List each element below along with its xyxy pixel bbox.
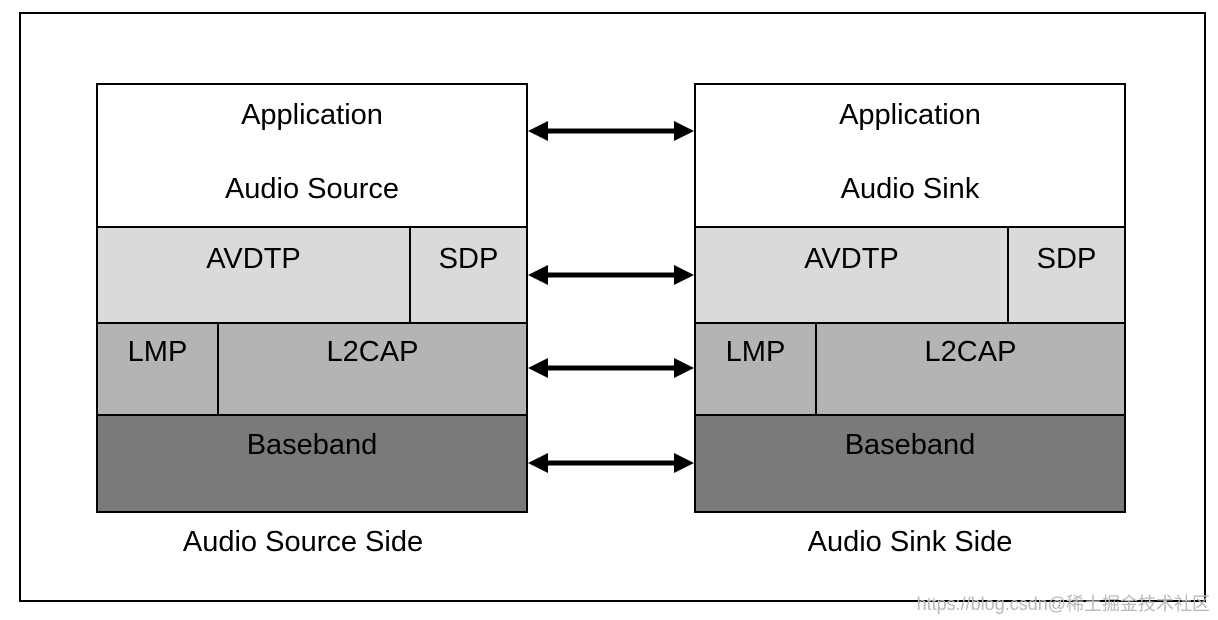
diagram-frame bbox=[19, 12, 1206, 602]
sdp-block: SDP bbox=[1009, 228, 1124, 322]
avdtp-peer-arrow bbox=[528, 265, 694, 285]
sdp-block: SDP bbox=[411, 228, 526, 322]
baseband-layer-source: Baseband bbox=[98, 416, 526, 511]
lmp-label: LMP bbox=[725, 336, 786, 368]
lmp-label: LMP bbox=[127, 336, 188, 368]
avdtp-block: AVDTP bbox=[696, 228, 1009, 322]
baseband-peer-arrow bbox=[528, 453, 694, 473]
l2cap-peer-arrow bbox=[528, 358, 694, 378]
audio-source-side-label: Audio Source Side bbox=[182, 526, 424, 558]
l2cap-block: L2CAP bbox=[817, 324, 1124, 414]
lmp-block: LMP bbox=[98, 324, 219, 414]
role-label: Audio Sink bbox=[840, 173, 980, 205]
baseband-layer-sink: Baseband bbox=[696, 416, 1124, 511]
baseband-label: Baseband bbox=[844, 429, 976, 461]
role-label: Audio Source bbox=[224, 173, 400, 205]
lmp-l2cap-layer-sink: LMP L2CAP bbox=[696, 324, 1124, 416]
avdtp-sdp-layer-source: AVDTP SDP bbox=[98, 228, 526, 324]
audio-source-stack: Application Audio Source AVDTP SDP LMP L… bbox=[96, 83, 528, 513]
l2cap-label: L2CAP bbox=[924, 336, 1017, 368]
baseband-label: Baseband bbox=[246, 429, 378, 461]
l2cap-label: L2CAP bbox=[326, 336, 419, 368]
watermark: https://blog.csdn@稀土掘金技术社区 bbox=[916, 594, 1210, 614]
audio-sink-stack: Application Audio Sink AVDTP SDP LMP L2C… bbox=[694, 83, 1126, 513]
avdtp-label: AVDTP bbox=[206, 243, 301, 275]
lmp-block: LMP bbox=[696, 324, 817, 414]
application-layer-source: Application Audio Source bbox=[98, 85, 526, 228]
avdtp-label: AVDTP bbox=[804, 243, 899, 275]
lmp-l2cap-layer-source: LMP L2CAP bbox=[98, 324, 526, 416]
avdtp-block: AVDTP bbox=[98, 228, 411, 322]
application-peer-arrow bbox=[528, 121, 694, 141]
l2cap-block: L2CAP bbox=[219, 324, 526, 414]
application-label: Application bbox=[241, 99, 383, 131]
sdp-label: SDP bbox=[1036, 243, 1097, 275]
audio-sink-side-label: Audio Sink Side bbox=[807, 526, 1013, 558]
sdp-label: SDP bbox=[438, 243, 499, 275]
application-layer-sink: Application Audio Sink bbox=[696, 85, 1124, 228]
application-label: Application bbox=[839, 99, 981, 131]
avdtp-sdp-layer-sink: AVDTP SDP bbox=[696, 228, 1124, 324]
